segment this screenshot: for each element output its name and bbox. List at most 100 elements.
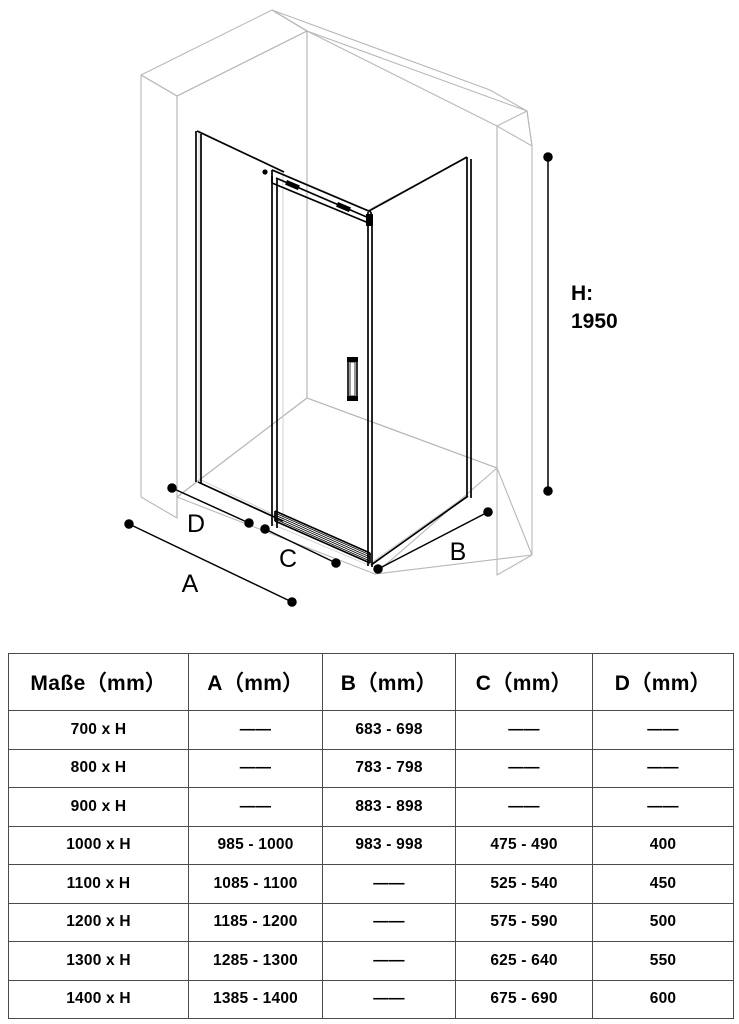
fixed-panel-bottom-edge — [197, 481, 284, 522]
cell-d: —— — [592, 787, 734, 827]
table-row: 1400 x H 1385 - 1400 —— 675 - 690 600 — [8, 979, 734, 1019]
cell-c: 575 - 590 — [455, 902, 593, 942]
cell-d: 550 — [592, 941, 734, 981]
column-header-d: D（mm） — [592, 653, 734, 711]
height-label-line2: 1950 — [571, 310, 618, 333]
cell-b: —— — [322, 979, 456, 1019]
side-panel-top-edge — [368, 156, 468, 212]
table-row: 900 x H —— 883 - 898 —— —— — [8, 787, 734, 827]
top-rail-lower — [271, 182, 372, 225]
back-wall-right-face — [306, 30, 498, 469]
technical-drawing: D C A B H: 1950 — [124, 9, 618, 607]
cell-c: 475 - 490 — [455, 825, 593, 865]
cell-size: 900 x H — [8, 787, 189, 827]
column-header-size: Maße（mm） — [8, 653, 189, 711]
table-row: 700 x H —— 683 - 698 —— —— — [8, 710, 734, 750]
dimension-line-h — [543, 152, 553, 496]
column-header-c: C（mm） — [455, 653, 593, 711]
cell-a: 985 - 1000 — [188, 825, 323, 865]
table-row: 1000 x H 985 - 1000 983 - 998 475 - 490 … — [8, 825, 734, 865]
cell-d: 450 — [592, 864, 734, 904]
bottom-rail-hatching — [274, 512, 371, 562]
cell-a: —— — [188, 748, 323, 788]
cell-d: 500 — [592, 902, 734, 942]
cell-a: 1085 - 1100 — [188, 864, 323, 904]
fixed-panel-top-edge — [196, 130, 285, 173]
cell-b: 783 - 798 — [322, 748, 456, 788]
table-row: 800 x H —— 783 - 798 —— —— — [8, 748, 734, 788]
cell-c: —— — [455, 748, 593, 788]
table-header-row: Maße（mm） A（mm） B（mm） C（mm） D（mm） — [8, 653, 734, 711]
top-rail-upper — [271, 169, 372, 213]
cell-c: 525 - 540 — [455, 864, 593, 904]
door-panel-glass — [271, 168, 369, 566]
enclosure-frame — [195, 130, 472, 567]
dimension-line-c — [260, 524, 341, 568]
cell-size: 1300 x H — [8, 941, 189, 981]
cell-a: —— — [188, 710, 323, 750]
height-label-line1: H: — [571, 282, 593, 305]
wall-structure — [140, 9, 533, 576]
side-panel-bottom-edge — [370, 495, 469, 566]
cell-c: —— — [455, 710, 593, 750]
cell-b: —— — [322, 941, 456, 981]
ceiling-edge-back — [306, 30, 528, 112]
cell-a: 1185 - 1200 — [188, 902, 323, 942]
dimension-line-b — [373, 507, 493, 574]
dimension-label-c: C — [279, 545, 297, 573]
left-wall-pillar — [140, 74, 178, 519]
cell-d: —— — [592, 710, 734, 750]
dimension-lines — [124, 152, 553, 607]
floor-tray-outline — [176, 496, 533, 575]
column-header-b: B（mm） — [322, 653, 456, 711]
roller-bracket-right — [336, 201, 351, 213]
right-wall-outer — [526, 110, 533, 147]
fixed-panel-pin — [262, 169, 268, 175]
cell-size: 800 x H — [8, 748, 189, 788]
dimension-line-d — [167, 483, 254, 528]
shower-enclosure-drawing: D C A B H: 1950 — [124, 9, 618, 607]
corner-connector — [366, 214, 373, 226]
dimension-label-d: D — [187, 510, 205, 538]
dimension-label-a: A — [182, 570, 199, 598]
floor-tray-back — [176, 397, 498, 575]
bottom-rail-top-edge — [274, 510, 371, 554]
left-wall-top — [140, 9, 308, 97]
cell-c: 675 - 690 — [455, 979, 593, 1019]
cell-d: 600 — [592, 979, 734, 1019]
roller-bracket-left — [285, 179, 300, 191]
right-wall-pillar — [496, 125, 533, 576]
dimension-label-b: B — [450, 538, 467, 566]
dimensions-table: Maße（mm） A（mm） B（mm） C（mm） D（mm） 700 x H… — [8, 653, 734, 1019]
column-header-a: A（mm） — [188, 653, 323, 711]
dimensions-table-container: Maße（mm） A（mm） B（mm） C（mm） D（mm） 700 x H… — [8, 653, 734, 1019]
dimension-line-a — [124, 519, 297, 607]
cell-b: —— — [322, 902, 456, 942]
cell-b: —— — [322, 864, 456, 904]
table-row: 1300 x H 1285 - 1300 —— 625 - 640 550 — [8, 941, 734, 981]
cell-b: 683 - 698 — [322, 710, 456, 750]
fixed-panel-glass — [198, 130, 284, 520]
cell-d: 400 — [592, 825, 734, 865]
table-row: 1100 x H 1085 - 1100 —— 525 - 540 450 — [8, 864, 734, 904]
ceiling-band-top — [271, 9, 528, 112]
cell-a: 1385 - 1400 — [188, 979, 323, 1019]
cell-size: 1100 x H — [8, 864, 189, 904]
cell-c: 625 - 640 — [455, 941, 593, 981]
floor-right-edge — [496, 467, 533, 556]
cell-b: 883 - 898 — [322, 787, 456, 827]
cell-size: 1400 x H — [8, 979, 189, 1019]
cell-a: 1285 - 1300 — [188, 941, 323, 981]
cell-b: 983 - 998 — [322, 825, 456, 865]
table-row: 1200 x H 1185 - 1200 —— 575 - 590 500 — [8, 902, 734, 942]
bottom-rail-bottom-edge — [274, 520, 371, 564]
cell-size: 700 x H — [8, 710, 189, 750]
cell-size: 1000 x H — [8, 825, 189, 865]
cell-a: —— — [188, 787, 323, 827]
hardware-details — [262, 169, 373, 226]
cell-d: —— — [592, 748, 734, 788]
cell-size: 1200 x H — [8, 902, 189, 942]
side-panel-glass — [367, 157, 468, 566]
cell-c: —— — [455, 787, 593, 827]
ceiling-edge-left — [271, 9, 308, 32]
